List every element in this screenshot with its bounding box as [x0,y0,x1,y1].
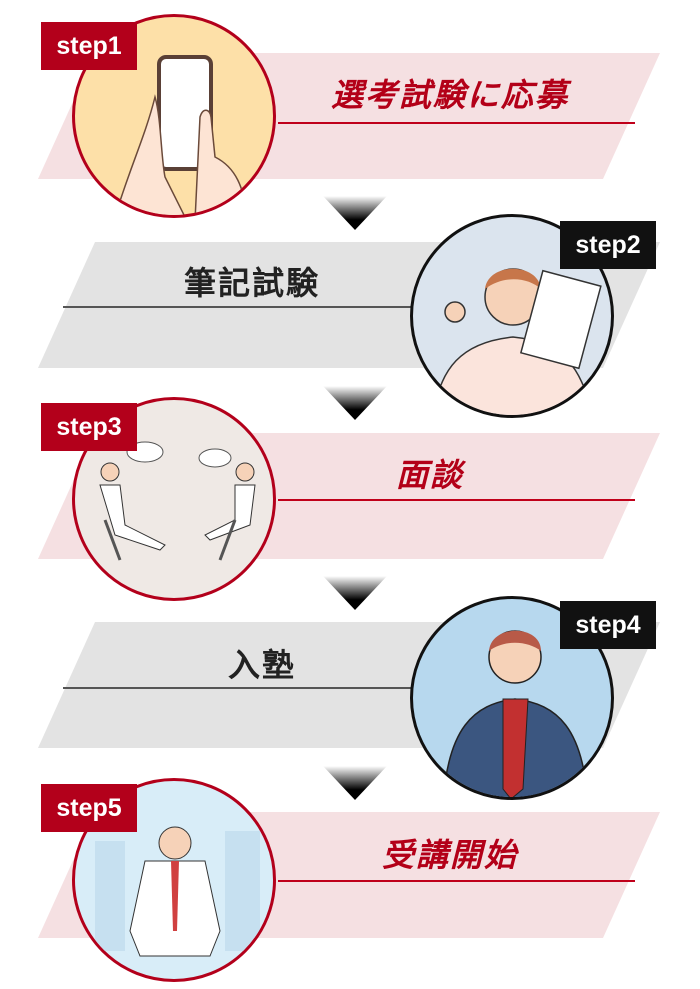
step5-title: 受講開始 [381,836,519,874]
step2-tag: step2 [560,221,656,269]
step2-title: 筆記試験 [183,264,321,302]
step5-rule [278,880,635,882]
step4-rule [63,687,413,689]
step2-rule [63,306,413,308]
step4-title: 入塾 [227,646,297,684]
step3-rule [278,499,635,501]
down-arrow-icon [323,766,387,800]
step1-title: 選考試験に応募 [330,76,570,114]
step3-tag: step3 [41,403,137,451]
step5-tag: step5 [41,784,137,832]
down-arrow-icon [323,386,387,420]
step2-illustration-test [410,214,614,418]
step3-title: 面談 [395,456,465,494]
step1-tag: step1 [41,22,137,70]
down-arrow-icon [323,196,387,230]
down-arrow-icon [323,576,387,610]
step4-tag: step4 [560,601,656,649]
step1-rule [278,122,635,124]
